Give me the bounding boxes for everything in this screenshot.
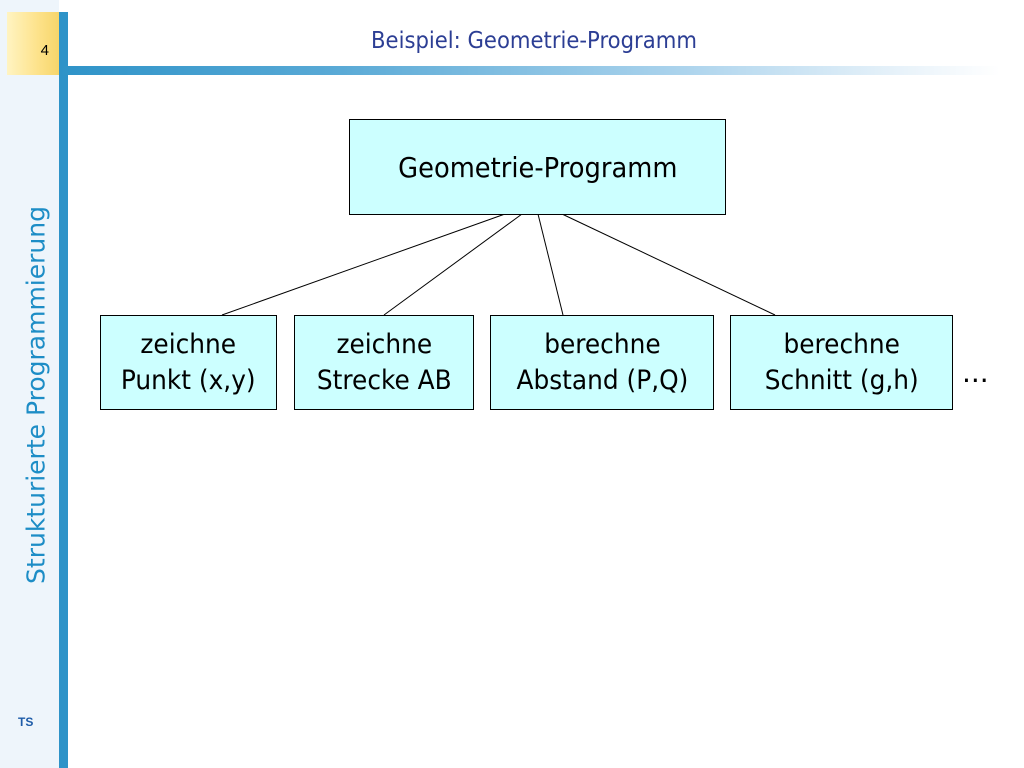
page-number-box: 4: [7, 12, 59, 75]
root-node-label: Geometrie-Programm: [397, 150, 678, 184]
child-node-label: berechne Abstand (P,Q): [516, 329, 688, 396]
connector-schnitt: [561, 213, 776, 316]
root-node: Geometrie-Programm: [349, 119, 726, 215]
child-node-schnitt: berechne Schnitt (g,h): [730, 315, 953, 410]
connector-punkt: [221, 213, 506, 316]
ellipsis-continuation: ...: [962, 356, 989, 389]
page-number: 4: [40, 42, 49, 59]
connector-strecke: [383, 213, 523, 316]
sidebar: [0, 0, 59, 768]
slide-title: Beispiel: Geometrie-Programm: [371, 28, 697, 54]
child-node-label: berechne Schnitt (g,h): [764, 329, 919, 396]
child-node-label: zeichne Strecke AB: [316, 329, 452, 396]
footer-label: TS: [18, 715, 34, 729]
child-node-punkt: zeichne Punkt (x,y): [100, 315, 277, 410]
child-node-label: zeichne Punkt (x,y): [121, 329, 256, 396]
child-node-strecke: zeichne Strecke AB: [294, 315, 474, 410]
horizontal-accent-bar: [59, 66, 1000, 75]
child-node-abstand: berechne Abstand (P,Q): [490, 315, 714, 410]
connector-abstand: [537, 213, 564, 316]
vertical-accent-bar: [59, 12, 68, 768]
